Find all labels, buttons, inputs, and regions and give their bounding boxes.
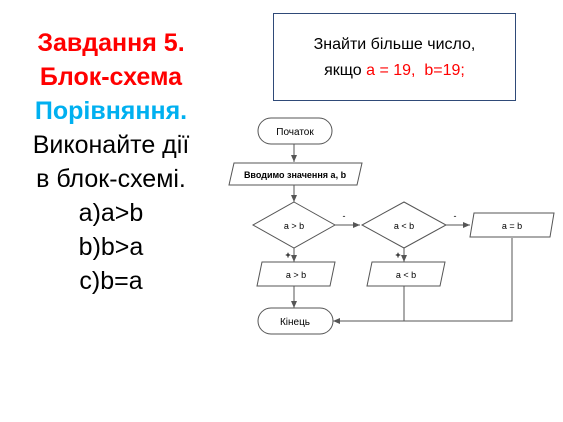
task-subtitle: Блок-схема xyxy=(39,63,183,91)
input-label: Вводимо значення a, b xyxy=(244,170,347,180)
yes-label-1: + xyxy=(285,250,290,260)
arrow-out2-end xyxy=(333,286,405,324)
instruction-line-1: Виконайте дії xyxy=(32,131,190,159)
output-equal-label: a = b xyxy=(502,221,522,231)
condition-2-label: a < b xyxy=(394,221,414,231)
task-topic: Порівняння. xyxy=(34,97,188,125)
input-parallelogram xyxy=(228,162,363,186)
start-terminal xyxy=(257,117,333,145)
start-label: Початок xyxy=(276,127,314,138)
condition-1-diamond xyxy=(251,201,337,249)
condition-1-label: a > b xyxy=(284,221,304,231)
end-terminal xyxy=(257,307,334,335)
task-description: Завдання 5. Блок-схема Порівняння. Викон… xyxy=(0,26,222,298)
task-prefix: якщо xyxy=(324,62,367,79)
b-value: b=19; xyxy=(424,62,465,79)
instruction-line-2: в блок-схемі. xyxy=(36,165,186,193)
output-equal-parallelogram xyxy=(469,212,555,238)
output-2-label: a < b xyxy=(396,270,416,280)
case-c: c)b=a xyxy=(79,267,143,295)
a-value: a = 19, xyxy=(366,62,416,79)
condition-2-diamond xyxy=(360,201,448,249)
output-1-parallelogram xyxy=(256,261,336,287)
no-label-2: - xyxy=(454,211,457,221)
yes-label-2: + xyxy=(395,250,400,260)
no-label-1: - xyxy=(343,211,346,221)
task-box: Знайти більше число, якщо a = 19, b=19; xyxy=(273,13,516,101)
arrow-outeq-end xyxy=(404,238,513,322)
task-title: Завдання 5. xyxy=(37,29,185,57)
task-line-1: Знайти більше число, xyxy=(313,36,476,53)
task-line-2: якщо a = 19, b=19; xyxy=(274,58,515,84)
output-1-label: a > b xyxy=(286,270,306,280)
output-2-parallelogram xyxy=(366,261,446,287)
end-label: Кінець xyxy=(280,317,310,328)
case-b: b)b>a xyxy=(78,233,144,261)
case-a: а)a>b xyxy=(78,199,144,227)
